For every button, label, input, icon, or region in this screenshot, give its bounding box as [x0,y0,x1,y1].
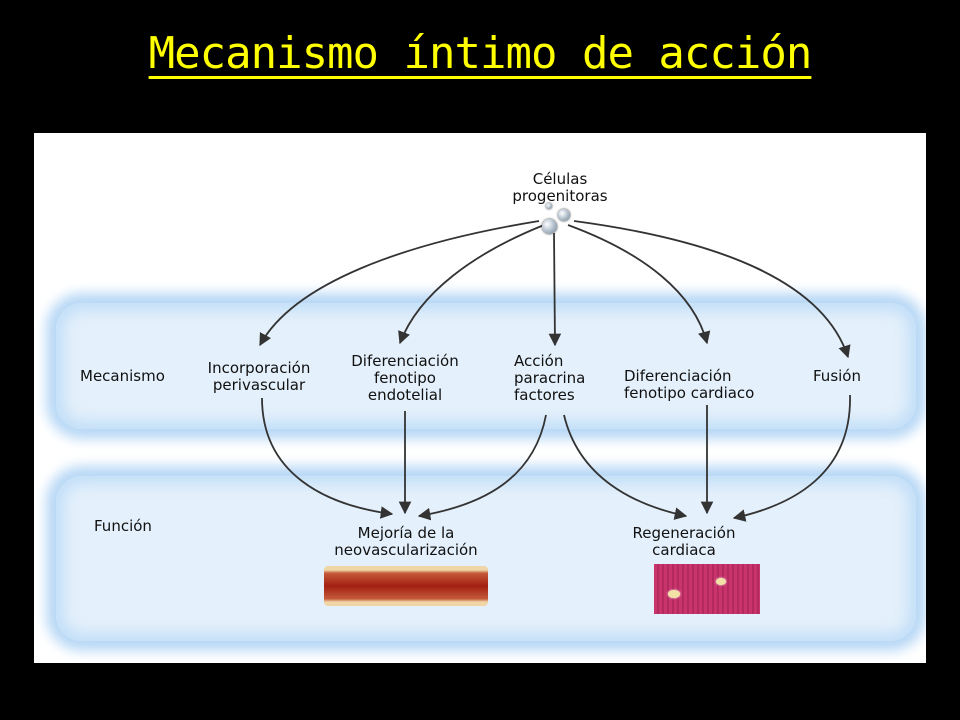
source-label: Células progenitoras [512,170,608,205]
cell-nucleus [668,590,680,598]
function-neovascularization: Mejoría de la neovascularización [334,524,478,559]
arrow-to-perivascular [259,220,540,347]
progenitor-cell-icon [558,209,570,221]
cardiac-tissue-image [654,564,760,614]
row-label-function: Función [94,517,152,535]
arrow-to-endothelial [398,224,545,345]
mechanism-perivascular: Incorporación perivascular [207,359,311,394]
mechanism-endothelial: Diferenciación fenotipo endotelial [351,352,459,404]
mechanism-band [56,303,916,429]
progenitor-cell-icon [546,203,552,209]
blood-vessel-image [324,566,488,606]
row-label-mechanism: Mecanismo [80,367,165,385]
arrow-perivascular-to-neo [261,397,394,519]
progenitor-cell-icon [542,219,557,234]
arrow-to-fusion [573,220,851,359]
function-regeneration: Regeneración cardiaca [632,524,736,559]
mechanism-cardiac: Diferenciación fenotipo cardiaco [624,367,755,402]
arrow-paracrine-to-neo [417,414,547,521]
arrow-fusion-to-regen [732,394,851,522]
slide-title: Mecanismo íntimo de acción [148,28,813,79]
arrow-to-paracrine [548,232,562,347]
function-band [56,476,916,641]
diagram-panel: Células progenitoras Mecanismo Función I… [34,133,926,663]
arrow-layer [259,220,851,522]
arrow-paracrine-to-regen [563,414,688,520]
mechanism-paracrine: Acción paracrina factores [514,352,586,404]
cell-nucleus [716,578,726,585]
mechanism-fusion: Fusión [813,367,861,385]
arrow-to-cardiac [567,224,711,345]
